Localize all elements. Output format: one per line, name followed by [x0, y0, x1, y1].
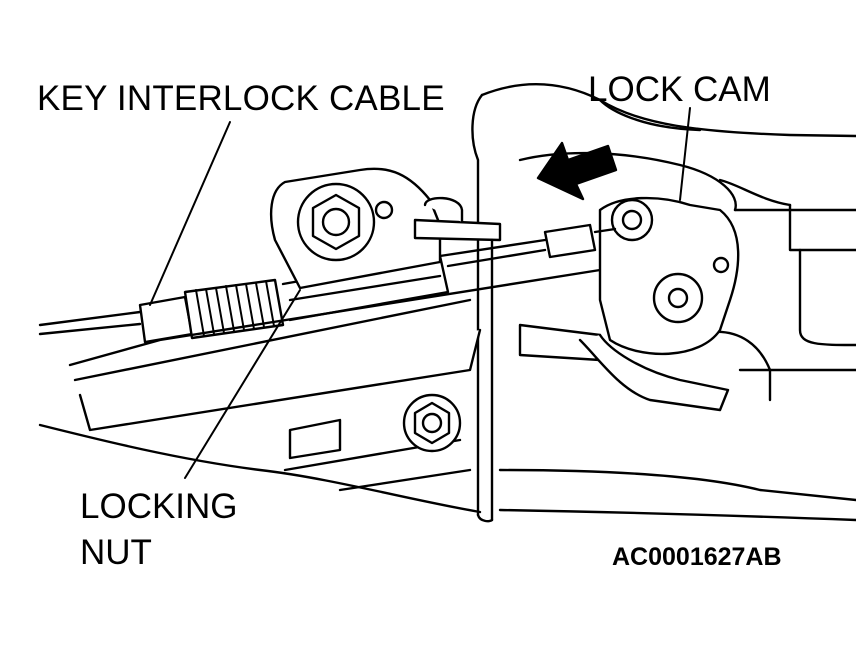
lock-cam-label: LOCK CAM [588, 70, 771, 109]
figure-code: AC0001627AB [612, 543, 782, 571]
leader-lines [149, 107, 691, 479]
locking-nut-label-line1: LOCKING [80, 487, 238, 526]
locking-nut [296, 182, 394, 262]
key-interlock-cable-label: KEY INTERLOCK CABLE [37, 79, 445, 118]
cable-end [543, 198, 654, 259]
base-plate [38, 268, 856, 522]
locking-nut-label-line2: NUT [80, 533, 152, 572]
direction-arrow-icon [536, 141, 618, 201]
lower-nut [402, 393, 462, 453]
rod [413, 196, 502, 523]
